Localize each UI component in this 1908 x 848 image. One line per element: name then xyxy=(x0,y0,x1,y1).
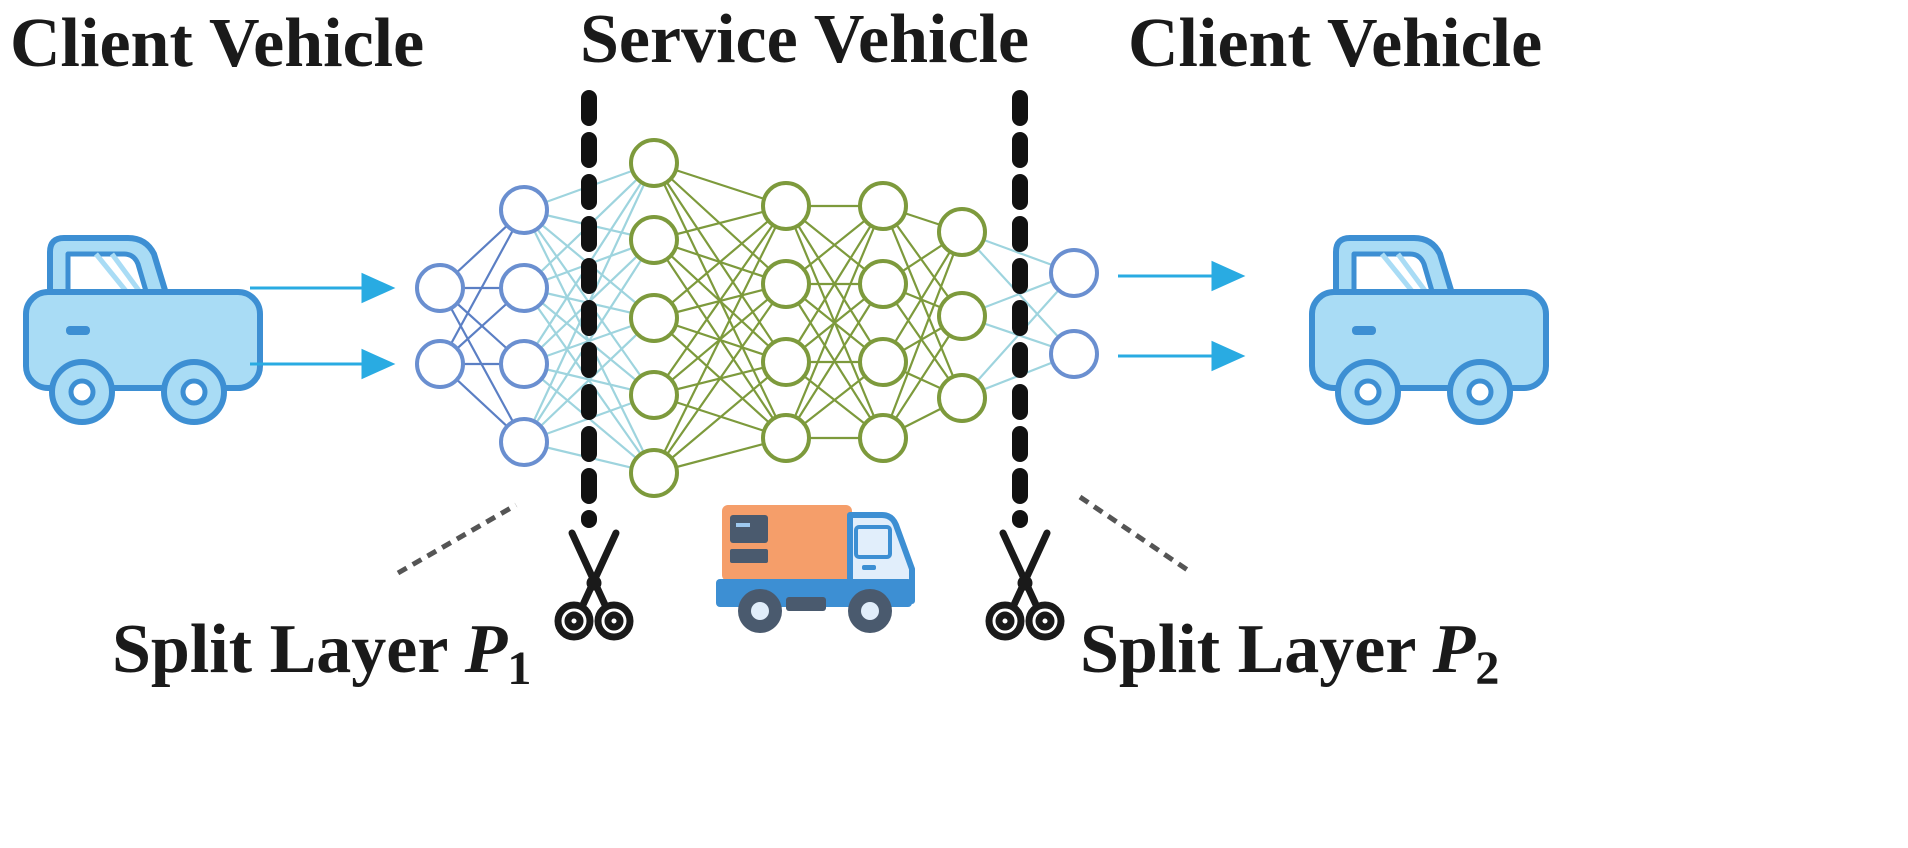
split-label-p1-var: P xyxy=(464,611,509,688)
network-node-layer-5 xyxy=(858,259,908,309)
network-node-layer-1 xyxy=(415,339,465,389)
network-node-layer-3 xyxy=(629,138,679,188)
network-edge xyxy=(523,317,655,443)
network-node-layer-6 xyxy=(937,373,987,423)
split-label-p1: Split Layer P1 xyxy=(112,611,531,695)
network-edge xyxy=(881,205,964,399)
split-label-p2: Split Layer P2 xyxy=(1080,611,1499,695)
network-node-layer-3 xyxy=(629,293,679,343)
network-node-layer-5 xyxy=(858,181,908,231)
split-label-p1-sub: 1 xyxy=(507,642,531,695)
network-edge xyxy=(882,231,963,363)
network-edge xyxy=(653,205,787,474)
network-node-layer-6 xyxy=(937,207,987,257)
network-node-layer-7 xyxy=(1049,329,1099,379)
network-node-layer-2 xyxy=(499,185,549,235)
heading-client-right: Client Vehicle xyxy=(1128,5,1542,82)
heading-service: Service Vehicle xyxy=(580,1,1029,78)
network-node-layer-2 xyxy=(499,417,549,467)
scissors-icon xyxy=(989,533,1061,637)
network-edge xyxy=(653,361,787,474)
scissors-icon xyxy=(558,533,630,637)
network-node-layer-3 xyxy=(629,370,679,420)
truck-icon xyxy=(716,505,915,633)
network-nodes xyxy=(415,138,1099,498)
network-edge xyxy=(785,283,884,439)
pointer-line-p2 xyxy=(1078,494,1194,576)
network-node-layer-5 xyxy=(858,337,908,387)
network-node-layer-2 xyxy=(499,263,549,313)
split-label-p2-sub: 2 xyxy=(1475,642,1499,695)
network-node-layer-7 xyxy=(1049,248,1099,298)
network-edge xyxy=(653,205,787,319)
network-edge xyxy=(653,283,787,474)
pointer-line-p1 xyxy=(396,502,518,576)
heading-client-left: Client Vehicle xyxy=(10,5,424,82)
split-label-p1-text: Split Layer xyxy=(112,611,465,688)
network-node-layer-1 xyxy=(415,263,465,313)
network-edge xyxy=(784,205,885,439)
network-node-layer-4 xyxy=(761,259,811,309)
network-node-layer-2 xyxy=(499,339,549,389)
network-node-layer-6 xyxy=(937,291,987,341)
network-node-layer-5 xyxy=(858,413,908,463)
network-edge xyxy=(785,205,884,363)
car-icon xyxy=(1312,238,1546,422)
split-label-p2-text: Split Layer xyxy=(1080,611,1433,688)
split-label-p2-var: P xyxy=(1432,611,1477,688)
network-node-layer-4 xyxy=(761,337,811,387)
network-node-layer-3 xyxy=(629,448,679,498)
network-edge xyxy=(653,205,787,396)
network-edge xyxy=(523,239,655,443)
network-node-layer-4 xyxy=(761,413,811,463)
network-node-layer-4 xyxy=(761,181,811,231)
network-edge xyxy=(439,209,525,365)
car-icon xyxy=(26,238,260,422)
network-node-layer-3 xyxy=(629,215,679,265)
network-edge xyxy=(881,231,964,439)
